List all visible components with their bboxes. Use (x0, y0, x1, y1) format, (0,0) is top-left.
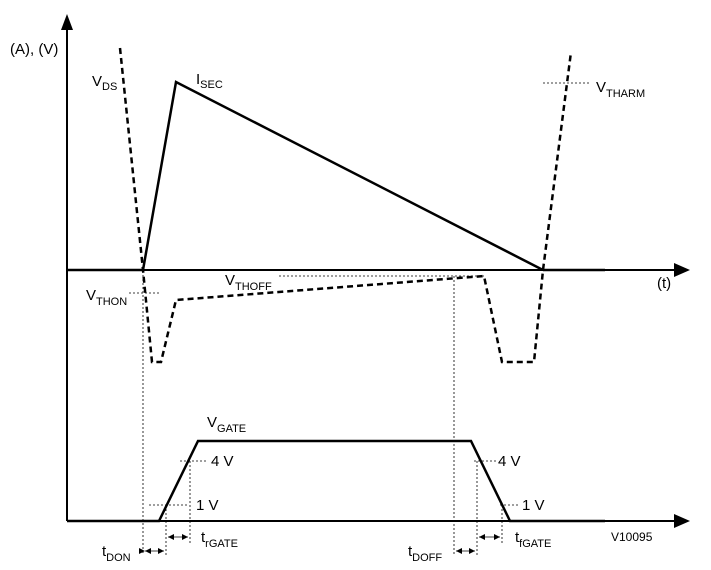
vgate-label: VGATE (207, 414, 246, 435)
trgate-arrowhead-left (168, 534, 174, 540)
left-4v-label: 4 V (211, 453, 234, 470)
right-1v-label: 1 V (522, 497, 545, 514)
tdoff-arrowhead-left (456, 548, 462, 554)
vgate-waveform (67, 439, 605, 523)
vthoff-label: VTHOFF (225, 272, 272, 293)
vds-waveform (118, 47, 573, 364)
tfgate-arrowhead-left (479, 534, 485, 540)
vtharm-label: VTHARM (596, 79, 645, 100)
vds-label: VDS (92, 73, 117, 93)
vthon-label: VTHON (86, 287, 127, 308)
lower-time-axis-arrowhead (674, 514, 690, 528)
upper-time-axis-arrowhead (674, 263, 690, 277)
tdon-label: tDON (102, 543, 131, 564)
x-axis-label: (t) (657, 275, 671, 292)
right-4v-label: 4 V (498, 453, 521, 470)
left-1v-label: 1 V (196, 497, 219, 514)
y-axis-arrowhead (61, 14, 73, 30)
trgate-label: trGATE (201, 529, 238, 550)
isec-label: ISEC (196, 71, 223, 91)
tfgate-label: tfGATE (515, 529, 551, 550)
tdoff-label: tDOFF (408, 543, 442, 564)
tdon-arrowhead-left (145, 548, 151, 554)
figure-id: V10095 (611, 530, 653, 544)
isec-waveform (141, 80, 544, 272)
y-axis-label: (A), (V) (10, 41, 58, 58)
